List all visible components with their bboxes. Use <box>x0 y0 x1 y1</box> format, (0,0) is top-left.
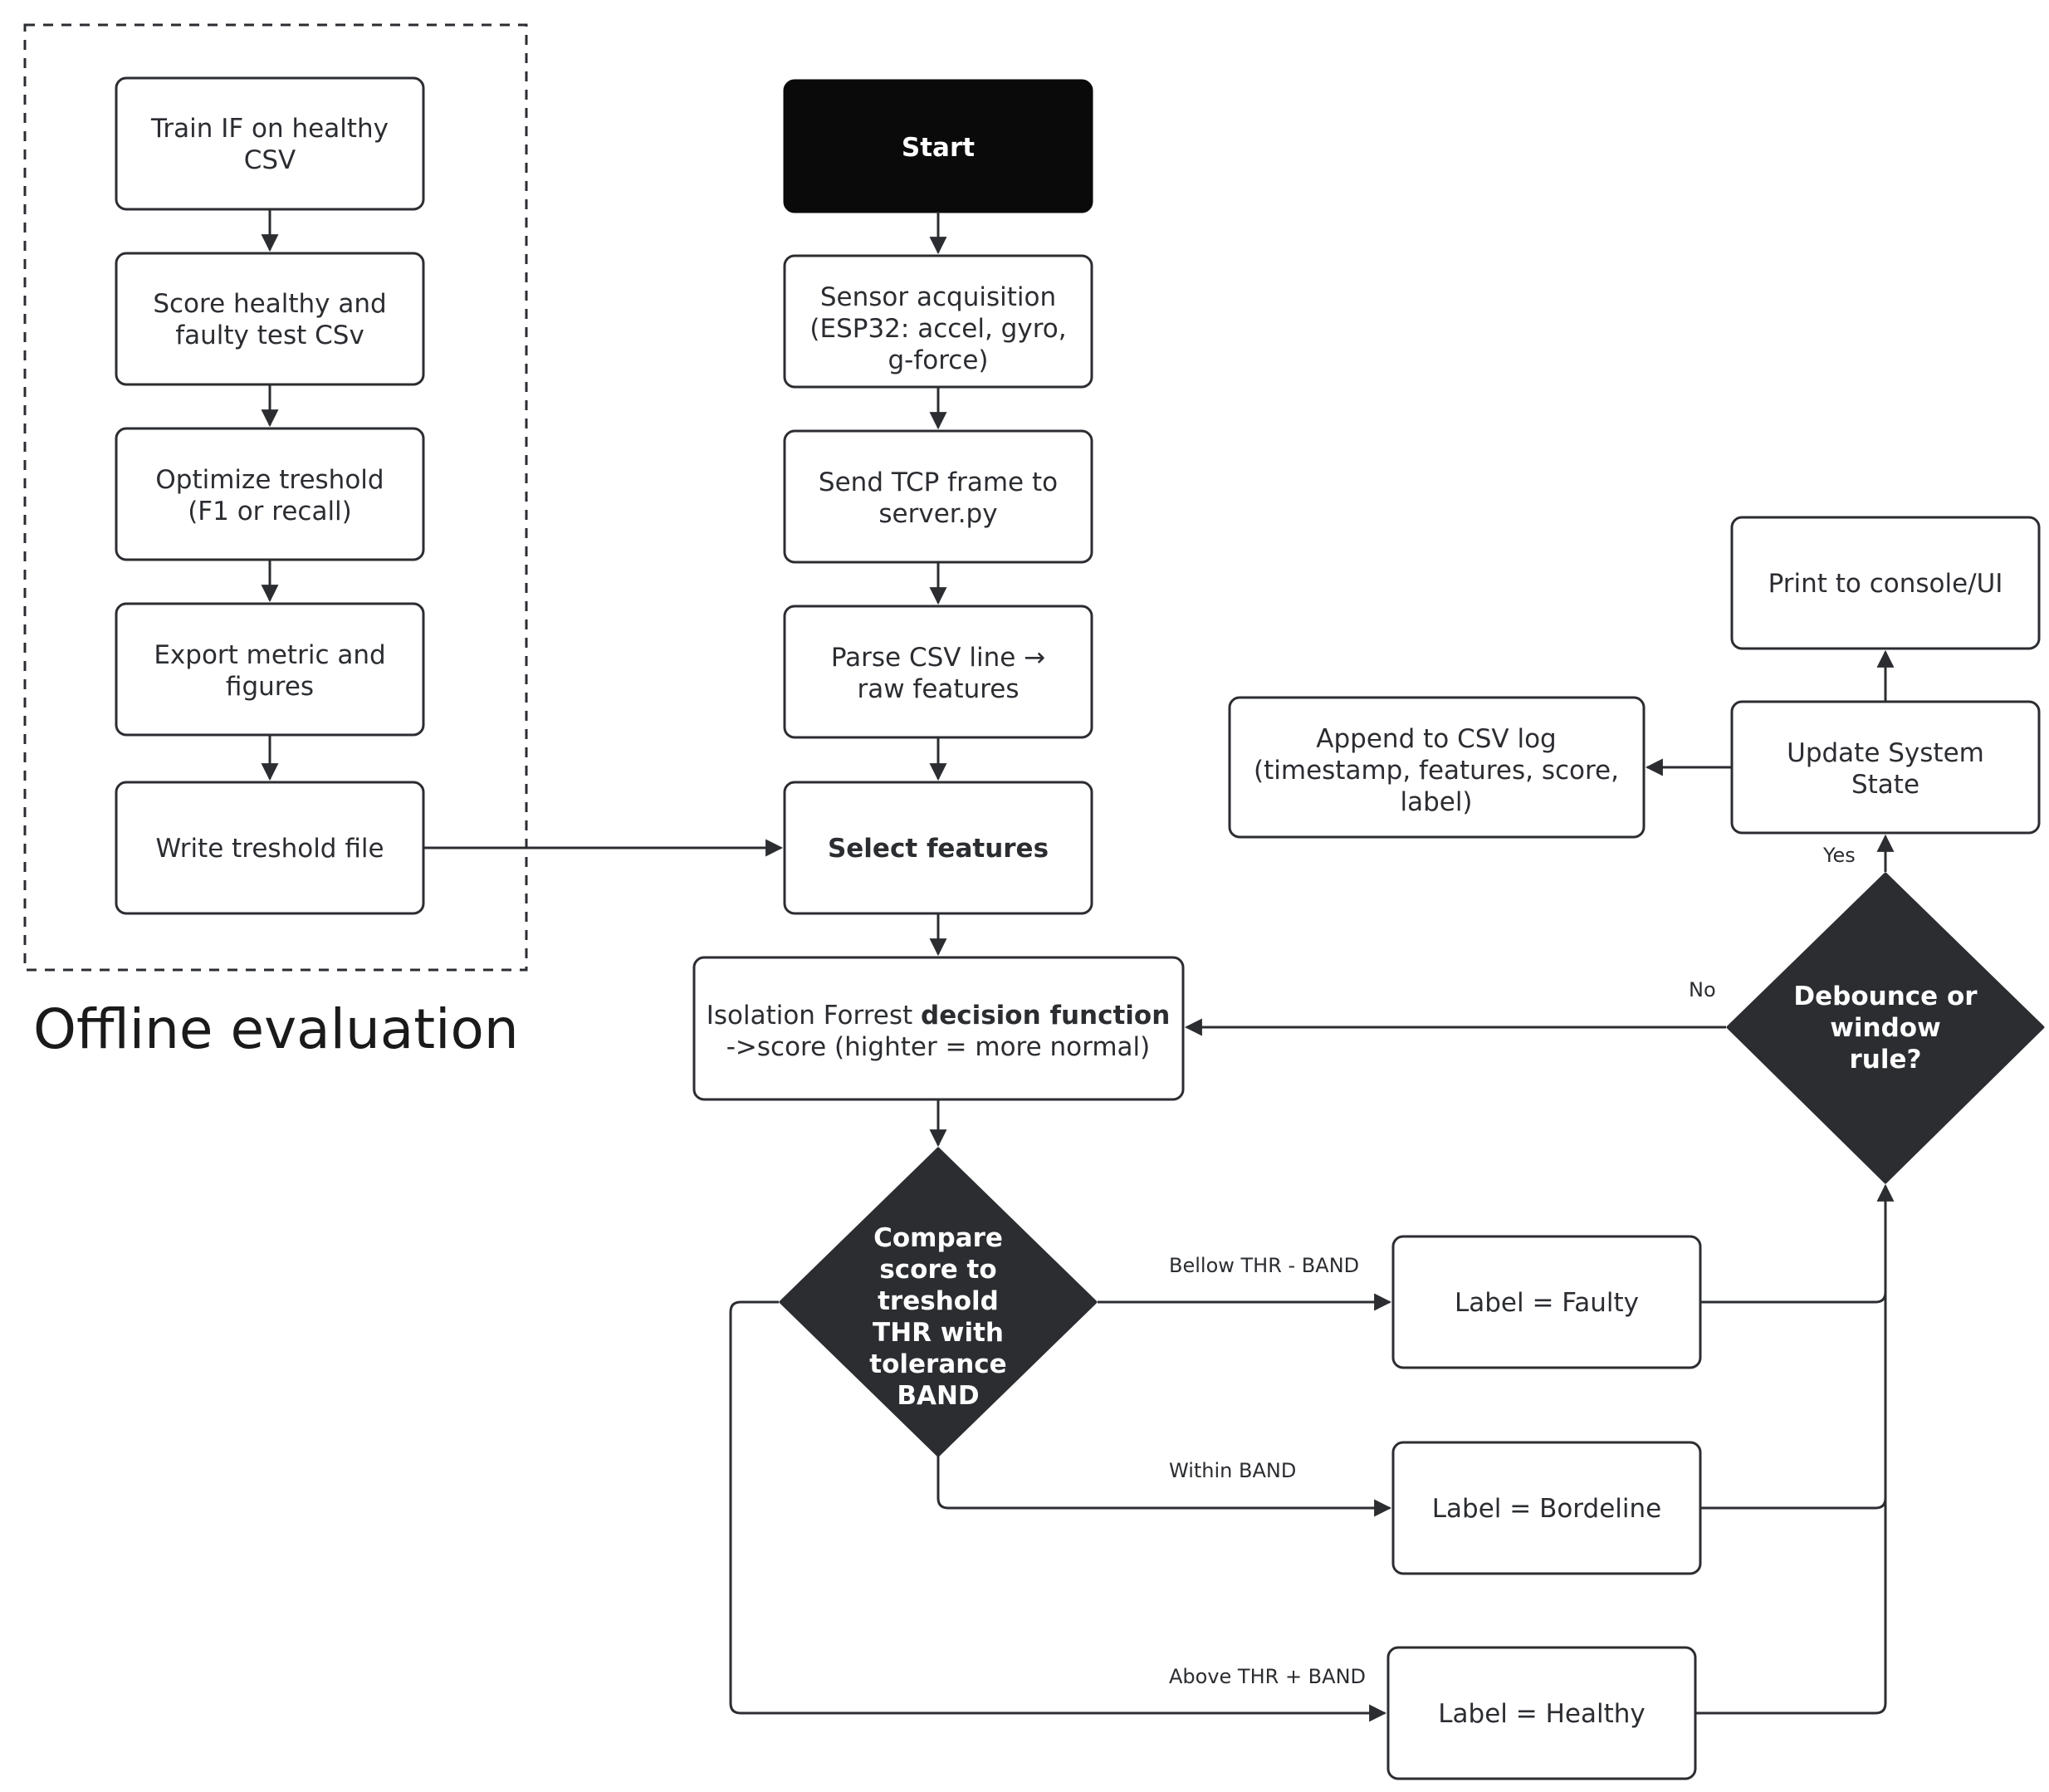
start-node[interactable]: Start <box>783 79 1093 213</box>
offline-evaluation-frame <box>23 23 528 972</box>
label-borderline-node[interactable]: Label = Bordeline <box>1391 1441 1702 1575</box>
sensor-acquisition-node[interactable]: Sensor acquisition (ESP32: accel, gyro, … <box>783 254 1093 389</box>
edge-label-below: Bellow THR - BAND <box>1169 1254 1359 1277</box>
svg-text:State: State <box>1851 770 1919 800</box>
edge-healthy-to-debounce <box>1695 1183 1895 1715</box>
select-features-node[interactable]: Select features <box>783 781 1093 915</box>
svg-text:(F1 or recall): (F1 or recall) <box>188 497 352 526</box>
svg-text:Select features: Select features <box>828 834 1049 864</box>
svg-text:Optimize treshold: Optimize treshold <box>155 465 384 495</box>
optimize-threshold-node[interactable]: Optimize treshold (F1 or recall) <box>115 427 425 561</box>
label-healthy-node[interactable]: Label = Healthy <box>1386 1646 1697 1780</box>
print-console-node[interactable]: Print to console/UI <box>1730 516 2041 650</box>
edge-label-within: Within BAND <box>1169 1459 1296 1482</box>
svg-text:server.py: server.py <box>878 499 997 529</box>
svg-text:faulty test CSv: faulty test CSv <box>175 321 364 350</box>
svg-text:Write treshold file: Write treshold file <box>155 834 384 864</box>
svg-text:score to: score to <box>879 1255 996 1285</box>
edge-label-yes: Yes <box>1822 844 1856 867</box>
svg-text:BAND: BAND <box>897 1381 979 1411</box>
svg-text:(timestamp, features, score,: (timestamp, features, score, <box>1254 756 1619 786</box>
edge-borderline-to-debounce <box>1700 1497 1887 1510</box>
svg-text:g-force): g-force) <box>888 345 988 375</box>
svg-text:tolerance: tolerance <box>869 1349 1006 1379</box>
svg-text:Label = Healthy: Label = Healthy <box>1438 1699 1645 1729</box>
svg-text:Send TCP frame to: Send TCP frame to <box>819 468 1058 497</box>
svg-text:Label = Faulty: Label = Faulty <box>1455 1288 1639 1318</box>
edge-faulty-to-debounce <box>1700 1291 1887 1304</box>
offline-evaluation-title: Offline evaluation <box>33 997 519 1061</box>
svg-text:Parse CSV line →: Parse CSV line → <box>831 643 1045 673</box>
label-faulty-node[interactable]: Label = Faulty <box>1391 1235 1702 1369</box>
svg-text:Train IF on healthy: Train IF on healthy <box>150 114 389 144</box>
svg-text:window: window <box>1830 1013 1940 1043</box>
svg-text:rule?: rule? <box>1850 1045 1922 1075</box>
svg-text:raw features: raw features <box>857 674 1019 704</box>
write-threshold-node[interactable]: Write treshold file <box>115 781 425 915</box>
svg-text:treshold: treshold <box>878 1286 999 1316</box>
svg-text:Start: Start <box>902 133 975 163</box>
debounce-decision[interactable]: Debounce or window rule? <box>1726 872 2045 1184</box>
svg-text:Isolation Forrest decision fun: Isolation Forrest decision function <box>707 1001 1171 1031</box>
svg-text:Debounce or: Debounce or <box>1793 982 1978 1011</box>
svg-text:THR with: THR with <box>873 1318 1004 1348</box>
svg-text:Compare: Compare <box>873 1223 1003 1253</box>
svg-text:figures: figures <box>226 672 314 702</box>
svg-text:->score (highter = more normal: ->score (highter = more normal) <box>726 1032 1151 1062</box>
update-state-node[interactable]: Update System State <box>1730 700 2041 835</box>
compare-score-decision[interactable]: Compare score to treshold THR with toler… <box>779 1147 1098 1457</box>
svg-text:Export metric and: Export metric and <box>154 640 385 670</box>
svg-text:Append to CSV log: Append to CSV log <box>1316 724 1556 754</box>
send-tcp-node[interactable]: Send TCP frame to server.py <box>783 429 1093 564</box>
svg-text:(ESP32: accel, gyro,: (ESP32: accel, gyro, <box>809 314 1066 344</box>
parse-csv-node[interactable]: Parse CSV line → raw features <box>783 605 1093 739</box>
edge-label-above: Above THR + BAND <box>1169 1665 1366 1688</box>
edge-compare-to-borderline <box>936 1456 1392 1517</box>
train-if-node[interactable]: Train IF on healthy CSV <box>115 76 425 211</box>
svg-text:label): label) <box>1400 787 1472 817</box>
svg-text:CSV: CSV <box>244 145 296 175</box>
svg-text:Update System: Update System <box>1787 738 1984 768</box>
edge-compare-to-healthy <box>729 1300 1387 1722</box>
score-test-csv-node[interactable]: Score healthy and faulty test CSv <box>115 252 425 386</box>
append-csv-log-node[interactable]: Append to CSV log (timestamp, features, … <box>1228 696 1646 839</box>
export-metric-node[interactable]: Export metric and figures <box>115 602 425 737</box>
svg-text:Label = Bordeline: Label = Bordeline <box>1432 1494 1661 1524</box>
isolation-forest-node[interactable]: Isolation Forrest decision function ->sc… <box>692 956 1185 1101</box>
svg-text:Sensor acquisition: Sensor acquisition <box>820 282 1056 312</box>
svg-text:Print to console/UI: Print to console/UI <box>1768 569 2003 599</box>
edge-label-no: No <box>1689 978 1716 1001</box>
svg-text:Score healthy and: Score healthy and <box>153 289 386 319</box>
